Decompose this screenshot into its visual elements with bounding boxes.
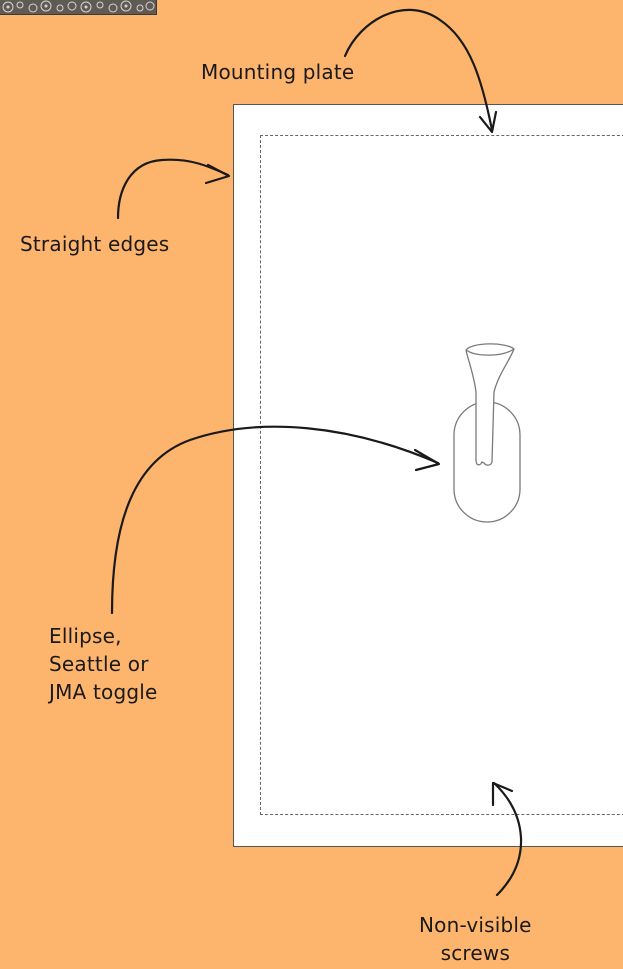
label-mounting-plate: Mounting plate xyxy=(201,58,354,86)
arrow-mounting-plate xyxy=(345,10,496,132)
label-non-visible-screws: Non-visible screws xyxy=(419,911,532,967)
label-toggle-line: Ellipse, xyxy=(49,622,158,650)
label-toggle-line: JMA toggle xyxy=(49,678,158,706)
label-toggle-type: Ellipse, Seattle or JMA toggle xyxy=(49,622,158,706)
arrow-straight-edges xyxy=(118,160,229,218)
label-toggle-line: Seattle or xyxy=(49,650,158,678)
label-straight-edges: Straight edges xyxy=(20,230,169,258)
label-screws-line: Non-visible xyxy=(419,911,532,939)
arrow-screws xyxy=(493,783,521,895)
arrow-toggle xyxy=(112,427,439,613)
label-screws-line: screws xyxy=(419,939,532,967)
